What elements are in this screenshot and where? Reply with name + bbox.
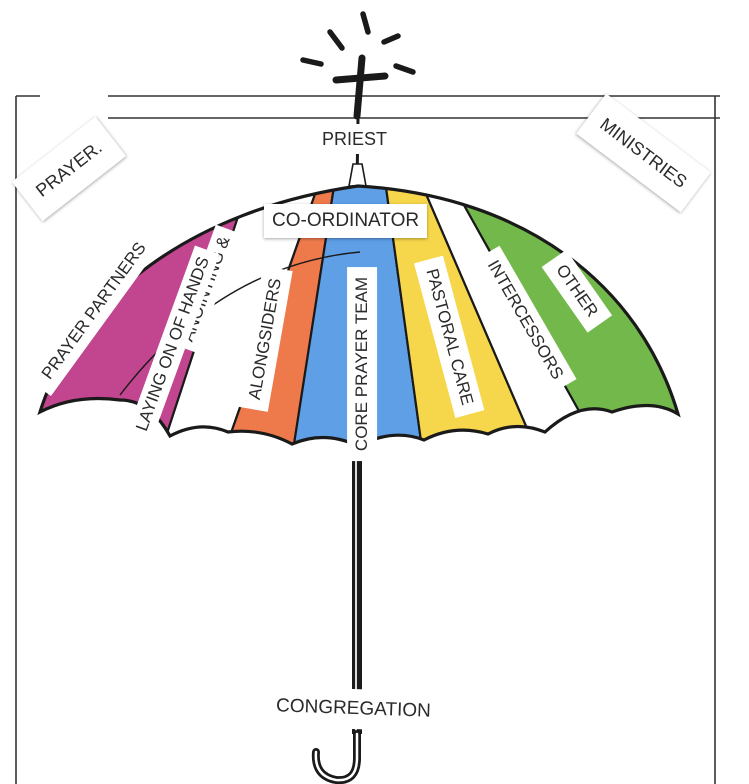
- cross-icon: [332, 54, 389, 120]
- umbrella-handle: [311, 444, 362, 784]
- panel-pastoral-care: [383, 186, 547, 446]
- canopy-outline: [37, 184, 681, 448]
- page-frame: [15, 95, 720, 784]
- label-congregation: CONGREGATION: [269, 686, 438, 732]
- label-priest: PRIEST: [312, 124, 398, 154]
- rays-icon: [300, 11, 416, 75]
- label-core-prayer-team: CORE PRAYER TEAM: [347, 266, 378, 462]
- label-coordinator: CO-ORDINATOR: [264, 204, 428, 238]
